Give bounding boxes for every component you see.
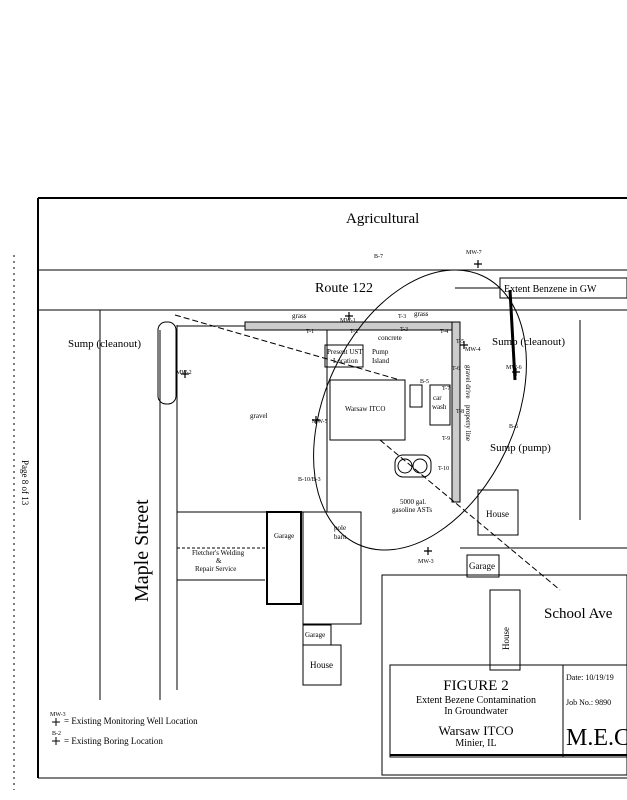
ast-tank <box>412 458 428 474</box>
figure-site: Warsaw ITCO <box>438 723 513 738</box>
label-school-ave: School Ave <box>544 606 613 622</box>
label-gravel: gravel <box>250 412 268 420</box>
utility-line <box>174 314 401 381</box>
tank-label: T-3 <box>398 314 406 320</box>
label-pump-island: Pump <box>372 348 389 356</box>
label-car-wash: car <box>433 394 442 402</box>
label-sump-cleanout-right: Sump (cleanout) <box>492 336 565 348</box>
legend-mw-text: = Existing Monitoring Well Location <box>64 716 198 726</box>
present-ust <box>324 344 364 368</box>
label-welding: Fletcher's Welding <box>192 549 245 557</box>
figure-subtitle: In Groundwater <box>444 706 508 717</box>
label-warsaw-itco: Warsaw ITCO <box>345 405 385 413</box>
house-1 <box>302 644 342 686</box>
boring-label: B-10/B-3 <box>298 477 321 483</box>
well-label: MW-1 <box>340 318 356 324</box>
figure-subtitle: Extent Bezene Contamination <box>416 695 536 706</box>
label-extent: Extent Benzene in GW <box>504 284 597 295</box>
tank-label: T-6 <box>452 366 460 372</box>
legend-mw-symbol <box>52 718 60 726</box>
boring-label: B-7 <box>374 254 383 260</box>
sump-cleanout-left <box>157 321 177 405</box>
warsaw-itco-building <box>329 379 406 441</box>
label-asts: gasoline ASTs <box>392 506 432 514</box>
label-gravel-drive: gravel drive <box>464 365 472 399</box>
tank-label: T-8 <box>456 409 464 415</box>
school-lot <box>381 574 627 776</box>
tank-label: T-4 <box>440 329 448 335</box>
legend-b-text: = Existing Boring Location <box>64 736 163 746</box>
label-garage: Garage <box>274 532 294 540</box>
legend-b-label: B-2 <box>52 731 61 737</box>
label-present-ust: Location <box>333 357 358 365</box>
label-house: House <box>486 509 509 519</box>
legend-b-symbol <box>52 737 60 745</box>
well-label: MW-4 <box>465 347 481 353</box>
figure-date: Date: 10/19/19 <box>566 673 614 682</box>
ast-tank <box>397 458 413 474</box>
well-label: MW-5 <box>312 419 328 425</box>
label-maple-street: Maple Street <box>131 499 153 602</box>
monitoring-well-markers <box>181 260 520 555</box>
label-present-ust: Present UST <box>327 348 363 356</box>
tank-label: T-2 <box>350 329 358 335</box>
utility-line <box>379 439 561 591</box>
tank-label: T-1 <box>306 329 314 335</box>
label-grass: grass <box>414 310 429 318</box>
label-pole-barn: barn <box>334 533 347 541</box>
garage-3 <box>466 554 500 578</box>
label-concrete: concrete <box>378 334 402 342</box>
tank-label: T-5 <box>456 339 464 345</box>
asts <box>394 454 432 478</box>
tank-label: T-9 <box>442 436 450 442</box>
label-welding: Repair Service <box>195 565 236 573</box>
figure-location: Minier, IL <box>455 738 496 749</box>
label-pole-barn: pole <box>334 524 346 532</box>
boring-label: B-5 <box>420 379 429 385</box>
figure-title: FIGURE 2 <box>443 678 508 694</box>
plume-edge-marker <box>508 289 517 381</box>
boring-label: B-6 <box>509 424 518 430</box>
figure-job: Job No.: 9890 <box>566 698 611 707</box>
well-label: MW-2 <box>176 370 192 376</box>
property-line-right <box>451 321 461 503</box>
label-sump-cleanout-left: Sump (cleanout) <box>68 338 141 350</box>
tank-label: T-10 <box>438 466 449 472</box>
label-car-wash: wash <box>432 403 447 411</box>
label-welding: & <box>216 557 222 565</box>
tank-label: T-7 <box>442 386 450 392</box>
company-name: M.E.C <box>566 725 627 751</box>
garage-1 <box>266 511 302 605</box>
label-garage: Garage <box>305 631 325 639</box>
car-wash <box>429 384 451 426</box>
label-asts: 5000 gal. <box>400 498 426 506</box>
well-label: MW-7 <box>466 250 482 256</box>
well-label: MW-6 <box>506 365 522 371</box>
label-grass: grass <box>292 312 307 320</box>
label-pump-island: Island <box>372 357 390 365</box>
house-3 <box>489 589 521 671</box>
house-2 <box>477 489 519 536</box>
tank-label: T-3 <box>400 327 408 333</box>
ust <box>409 384 423 408</box>
legend-mw-label: MW-3 <box>50 712 66 718</box>
label-house: House <box>501 627 511 650</box>
benzene-extent-plume <box>313 269 527 551</box>
well-label: MW-3 <box>418 559 434 565</box>
title-block <box>389 664 627 758</box>
page-number: Page 8 of 13 <box>20 460 30 506</box>
label-property-line: property line <box>464 405 472 441</box>
label-garage: Garage <box>469 561 495 571</box>
pole-barn <box>302 511 362 625</box>
label-sump-pump: Sump (pump) <box>490 442 551 454</box>
label-agricultural: Agricultural <box>346 211 419 227</box>
label-house: House <box>310 660 333 670</box>
label-route: Route 122 <box>315 281 373 296</box>
